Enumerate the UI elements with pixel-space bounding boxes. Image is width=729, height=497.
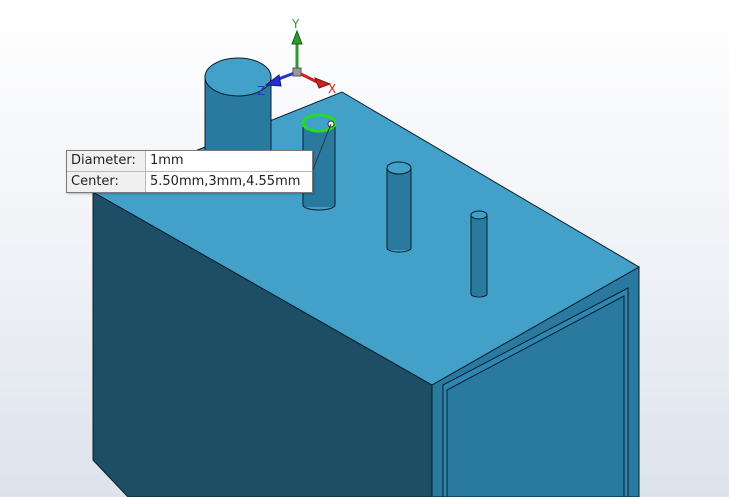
diameter-label: Diameter:	[67, 151, 146, 171]
triad-origin-icon	[292, 67, 302, 77]
selected-edge-highlight[interactable]	[301, 113, 337, 133]
center-label: Center:	[67, 172, 146, 192]
selected-pin[interactable]	[301, 113, 337, 211]
triad-x-label: X	[328, 82, 336, 96]
center-value: 5.50mm,3mm,4.55mm	[146, 172, 312, 192]
triad-y-arrow-icon	[291, 29, 303, 45]
diameter-value: 1mm	[146, 151, 312, 171]
tooltip-center-row: Center: 5.50mm,3mm,4.55mm	[67, 171, 312, 192]
pin-medium[interactable]	[386, 161, 412, 253]
reference-triad[interactable]: Y X Z	[257, 17, 336, 98]
measure-tooltip: Diameter: 1mm Center: 5.50mm,3mm,4.55mm	[66, 150, 313, 193]
pocket-inner[interactable]	[446, 295, 625, 497]
large-cylinder[interactable]	[204, 57, 272, 152]
pin-small[interactable]	[470, 210, 488, 298]
triad-z-label: Z	[257, 84, 265, 98]
tooltip-diameter-row: Diameter: 1mm	[67, 151, 312, 171]
triad-y-label: Y	[291, 17, 300, 31]
triad-z-arrow-icon	[264, 74, 282, 87]
triad-x-arrow-icon	[314, 77, 332, 89]
leader-line	[311, 123, 332, 173]
